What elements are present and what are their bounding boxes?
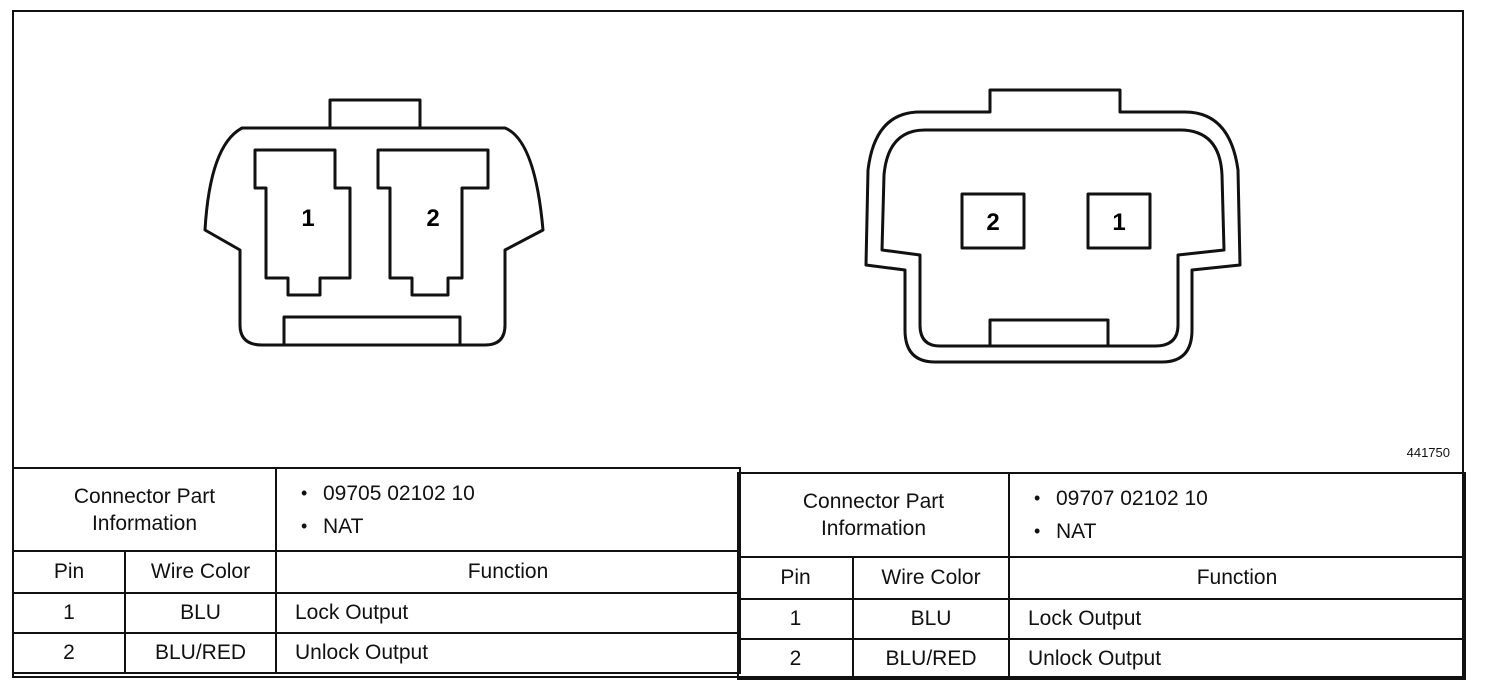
part-info-label-line-1: Connector Part xyxy=(73,484,216,508)
part-info-label: Connector Part Information xyxy=(737,472,1010,558)
connector-drawings: 1 2 2 1 xyxy=(203,88,1242,364)
function-cell: Lock Output xyxy=(1008,598,1466,640)
pin-header: Pin xyxy=(12,550,126,594)
wire-color-header: Wire Color xyxy=(852,556,1010,600)
part-number: 09705 02102 10 xyxy=(301,477,739,510)
function-cell: Unlock Output xyxy=(275,632,741,674)
table-row: 2 BLU/RED Unlock Output xyxy=(737,638,1466,680)
table-header-row: Pin Wire Color Function xyxy=(12,550,741,594)
table-header-row: Pin Wire Color Function xyxy=(737,556,1466,600)
part-number-list: 09707 02102 10 NAT xyxy=(1008,472,1466,558)
right-connector-bottom-key xyxy=(988,318,1110,346)
right-connector-table: Connector Part Information 09707 02102 1… xyxy=(737,472,1466,680)
part-info-label-line-2: Information xyxy=(91,511,198,535)
part-info-label-line-1: Connector Part xyxy=(802,490,945,513)
wire-color-cell: BLU/RED xyxy=(124,632,277,674)
table-row: 2 BLU/RED Unlock Output xyxy=(12,632,741,674)
right-connector-inner-outline xyxy=(880,128,1226,348)
right-cavity-label-2: 2 xyxy=(986,209,999,236)
table-row: 1 BLU Lock Output xyxy=(12,592,741,634)
left-connector-table: Connector Part Information 09705 02102 1… xyxy=(12,467,741,674)
left-cavity-label-2: 2 xyxy=(426,205,439,232)
part-info-row: Connector Part Information 09707 02102 1… xyxy=(737,472,1466,558)
part-number: NAT xyxy=(301,510,739,543)
part-number: 09707 02102 10 xyxy=(1034,482,1464,515)
figure-number: 441750 xyxy=(1406,445,1450,460)
right-connector-face xyxy=(864,88,1242,364)
function-header: Function xyxy=(1008,556,1466,600)
wire-color-header: Wire Color xyxy=(124,550,277,594)
pin-cell: 1 xyxy=(737,598,854,640)
pin-cell: 1 xyxy=(12,592,126,634)
left-connector-outline xyxy=(203,126,545,347)
left-connector-bottom-key xyxy=(282,315,462,347)
left-connector-face xyxy=(203,98,545,347)
right-connector-outer-outline xyxy=(864,88,1242,364)
table-row: 1 BLU Lock Output xyxy=(737,598,1466,640)
part-number-list: 09705 02102 10 NAT xyxy=(275,467,741,552)
wire-color-cell: BLU xyxy=(852,598,1010,640)
wire-color-cell: BLU xyxy=(124,592,277,634)
function-cell: Unlock Output xyxy=(1008,638,1466,680)
pin-cell: 2 xyxy=(12,632,126,674)
part-info-label-line-2: Information xyxy=(820,517,927,540)
right-connector-terminal-2 xyxy=(960,192,1026,250)
right-connector-terminal-1 xyxy=(1086,192,1152,250)
left-cavity-label-1: 1 xyxy=(301,205,314,232)
pin-header: Pin xyxy=(737,556,854,600)
pin-cell: 2 xyxy=(737,638,854,680)
left-connector-top-latch xyxy=(328,98,422,130)
part-info-label: Connector Part Information xyxy=(12,467,277,552)
function-cell: Lock Output xyxy=(275,592,741,634)
function-header: Function xyxy=(275,550,741,594)
part-info-row: Connector Part Information 09705 02102 1… xyxy=(12,467,741,552)
part-number: NAT xyxy=(1034,515,1464,548)
right-cavity-label-1: 1 xyxy=(1112,209,1125,236)
left-connector-cavity-2 xyxy=(376,148,490,297)
left-connector-cavity-1 xyxy=(253,148,352,297)
wire-color-cell: BLU/RED xyxy=(852,638,1010,680)
